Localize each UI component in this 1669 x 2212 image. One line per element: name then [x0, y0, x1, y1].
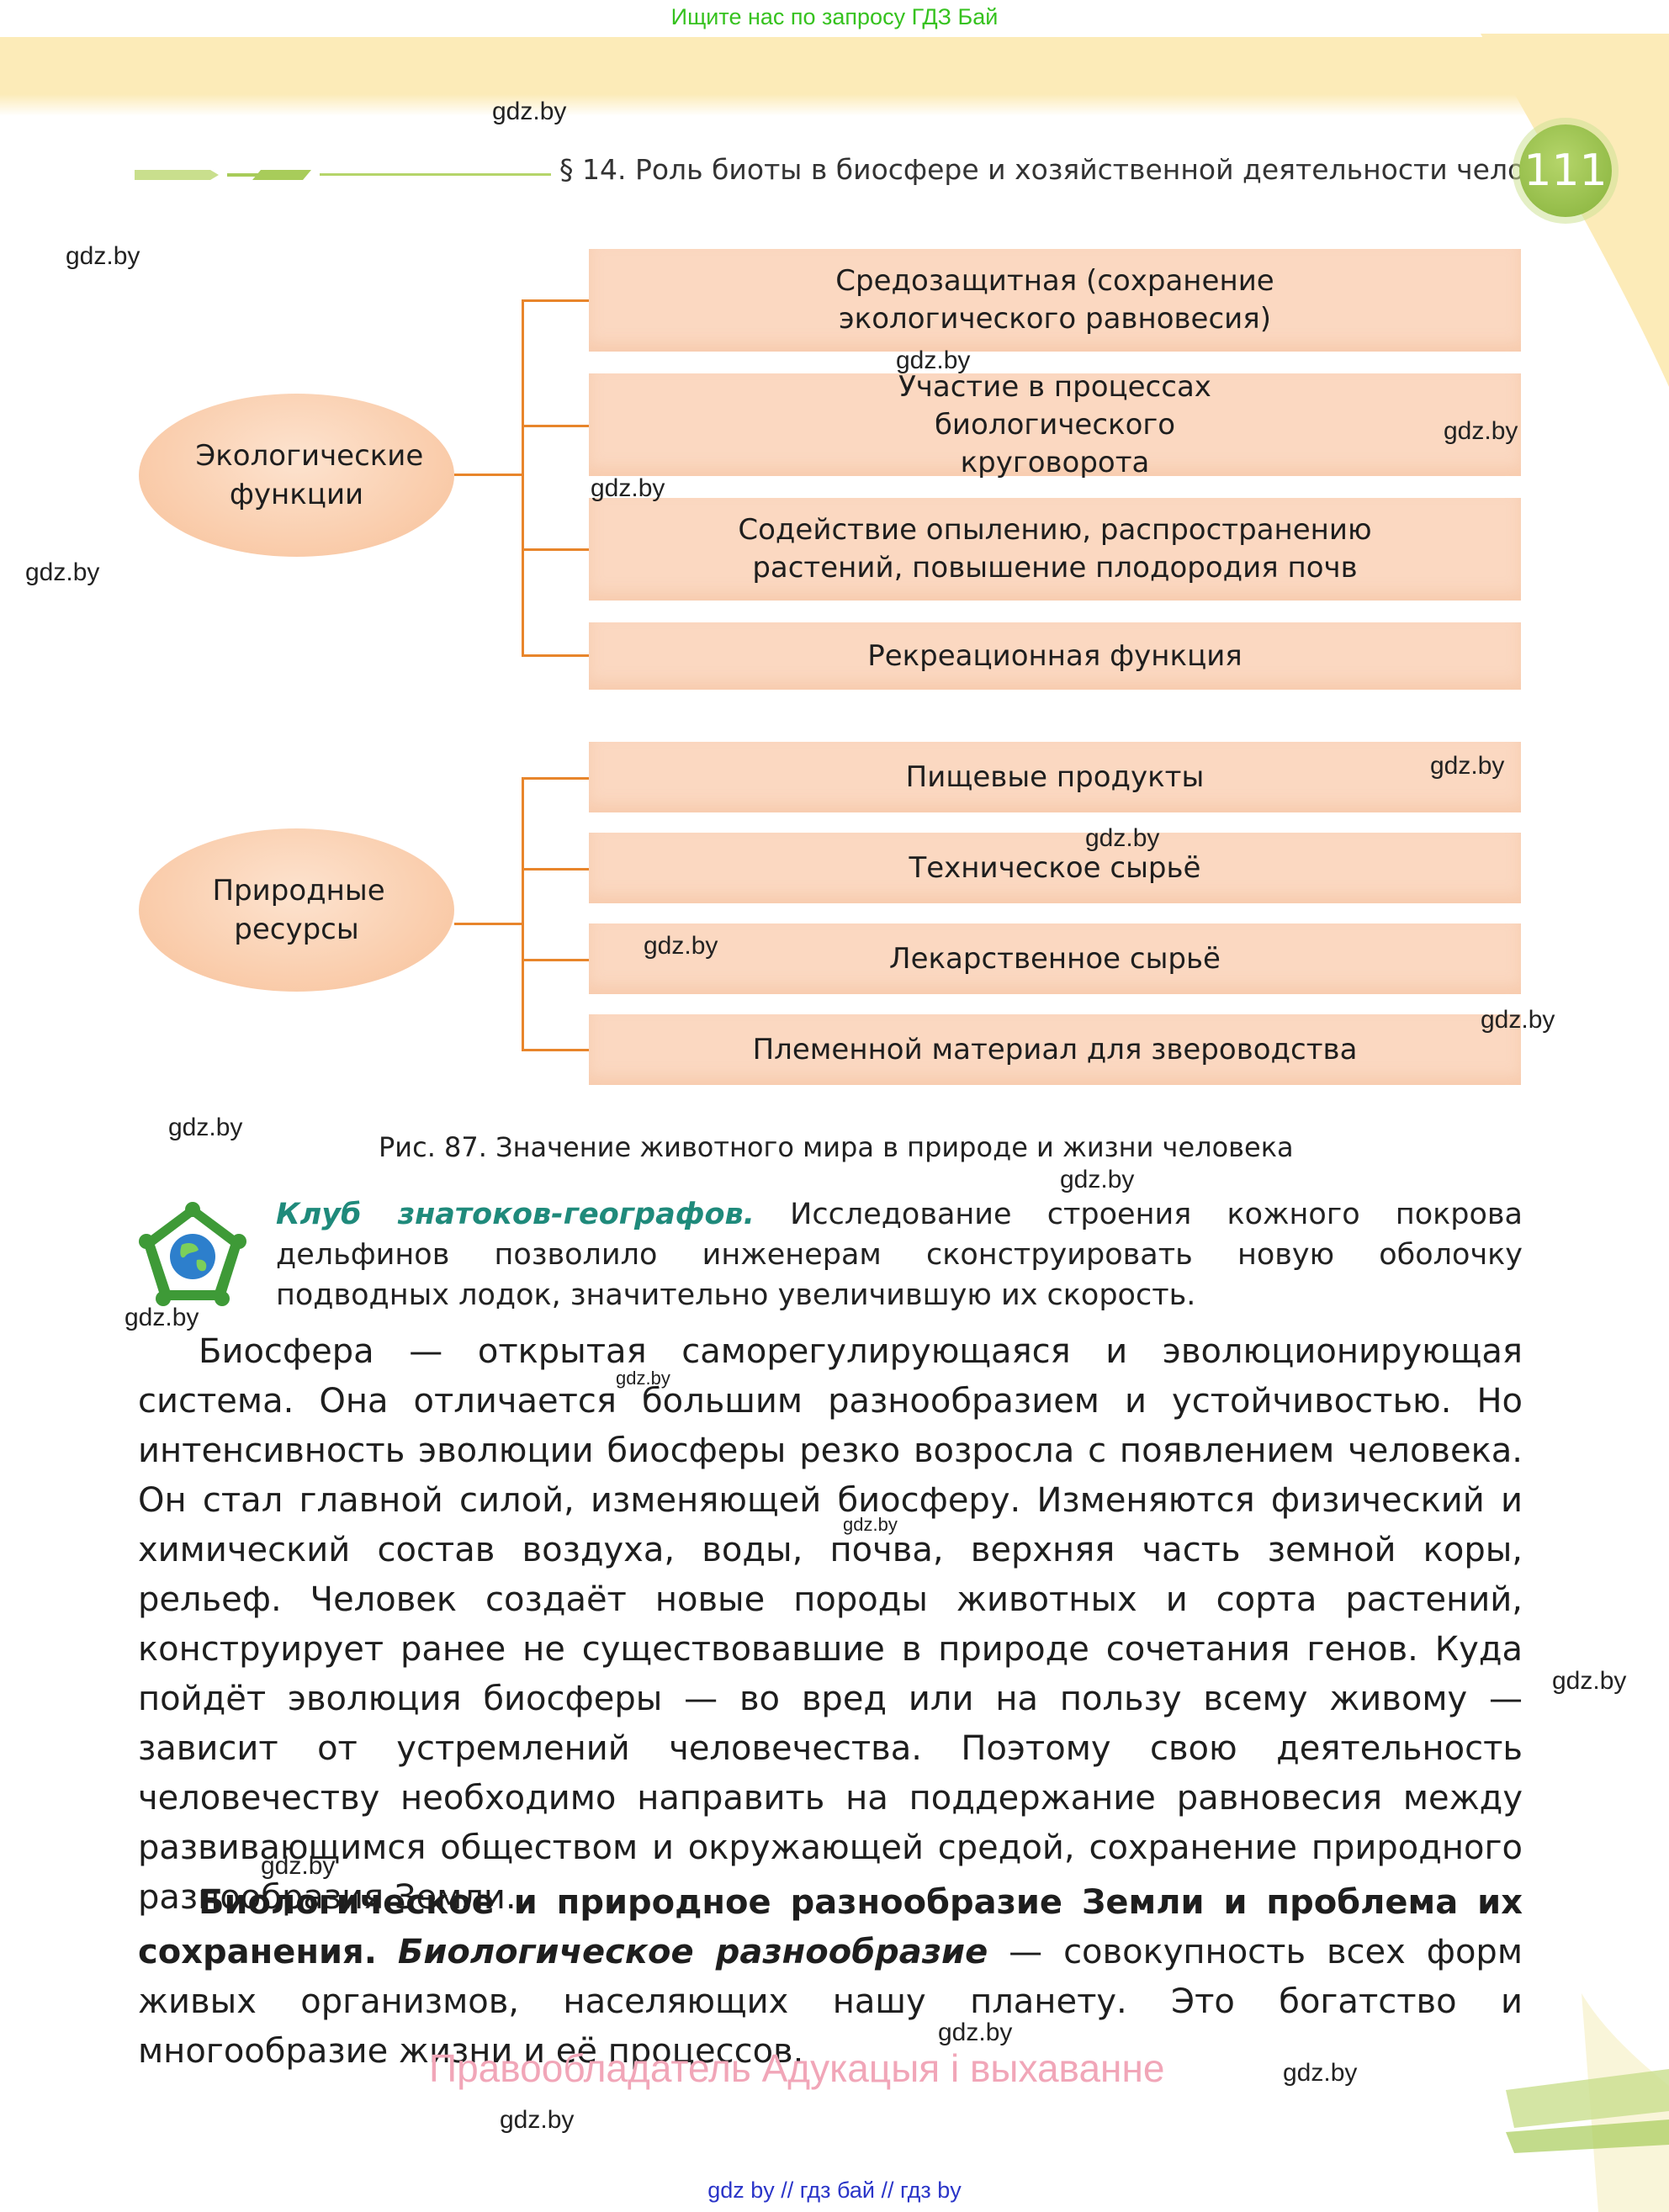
section-heading: Биологическое и природное разнообразие З…	[138, 1883, 1523, 1971]
watermark: gdz.by	[1444, 417, 1518, 445]
watermark: gdz.by	[66, 242, 140, 270]
watermark: gdz.by	[938, 2019, 1013, 2046]
key-term: Биологическое разнообразие	[397, 1933, 988, 1971]
watermark: gdz.by	[591, 474, 665, 502]
connector-line	[454, 474, 523, 476]
page-number: 111	[1519, 124, 1612, 217]
decorative-curve	[1481, 34, 1669, 2212]
eco-function-box: Участие в процессах биологического круго…	[589, 370, 1521, 479]
geographers-club-icon	[139, 1202, 246, 1306]
section-paragraph: Биологическое и природное разнообразие З…	[138, 1878, 1523, 2077]
eco-functions-ellipse: Экологические функции	[139, 394, 454, 557]
bottom-banner[interactable]: gdz by // гдз бай // гдз by	[707, 2178, 962, 2203]
watermark: gdz.by	[1481, 1006, 1555, 1034]
club-title: Клуб знатоков-географов.	[276, 1198, 755, 1231]
connector-line	[522, 959, 589, 961]
connector-line	[522, 299, 524, 656]
resources-title: Природные ресурсы	[212, 874, 385, 946]
eco-function-box: Рекреационная функция	[589, 622, 1521, 690]
watermark: gdz.by	[1552, 1667, 1627, 1695]
resource-box: Лекарственное сырьё	[589, 923, 1521, 994]
connector-line	[522, 868, 589, 871]
connector-line	[522, 777, 589, 780]
running-title: § 14. Роль биоты в биосфере и хозяйствен…	[559, 153, 1592, 186]
eco-function-box: Средозащитная (сохранение экологического…	[589, 249, 1521, 352]
watermark: gdz.by	[1085, 824, 1160, 852]
watermark: gdz.by	[1060, 1166, 1135, 1193]
club-note: Клуб знатоков-географов. Исследование ст…	[276, 1194, 1523, 1315]
watermark: gdz.by	[125, 1304, 199, 1331]
watermark: gdz.by	[1430, 752, 1505, 780]
eco-functions-title: Экологические функции	[195, 439, 424, 511]
connector-line	[522, 1049, 589, 1051]
watermark: gdz.by	[261, 1852, 336, 1880]
resource-box: Племенной материал для звероводства	[589, 1014, 1521, 1085]
connector-line	[522, 425, 589, 427]
connector-line	[522, 777, 524, 1050]
connector-line	[522, 299, 589, 302]
connector-line	[454, 923, 523, 925]
header-stripe	[135, 170, 551, 180]
watermark: gdz.by	[25, 558, 100, 586]
header-band	[0, 37, 1669, 94]
watermark: gdz.by	[492, 98, 567, 125]
club-text: Исследование строения кожного покрова де…	[276, 1198, 1523, 1312]
watermark: gdz.by	[616, 1368, 670, 1389]
header-band-fade	[0, 94, 1669, 116]
watermark: gdz.by	[1283, 2059, 1358, 2087]
resource-box: Пищевые продукты	[589, 742, 1521, 812]
term-definition: — совокупность всех форм живых организмо…	[138, 1933, 1523, 2071]
watermark: gdz.by	[500, 2106, 575, 2134]
eco-function-box: Содействие опылению, распространению рас…	[589, 498, 1521, 601]
connector-line	[522, 548, 589, 551]
rights-holder: Правообладатель Адукацыя і выхаванне	[429, 2046, 1165, 2090]
top-banner[interactable]: Ищите нас по запросу ГДЗ Бай	[0, 0, 1669, 34]
resources-ellipse: Природные ресурсы	[139, 828, 454, 992]
body-paragraph: Биосфера — открытая саморегулирующаяся и…	[138, 1332, 1523, 1917]
watermark: gdz.by	[168, 1114, 243, 1141]
watermark: gdz.by	[843, 1514, 898, 1535]
watermark: gdz.by	[644, 932, 718, 960]
connector-line	[522, 654, 589, 657]
watermark: gdz.by	[896, 347, 971, 374]
figure-caption: Рис. 87. Значение животного мира в приро…	[379, 1131, 1294, 1163]
resource-box: Техническое сырьё	[589, 833, 1521, 903]
